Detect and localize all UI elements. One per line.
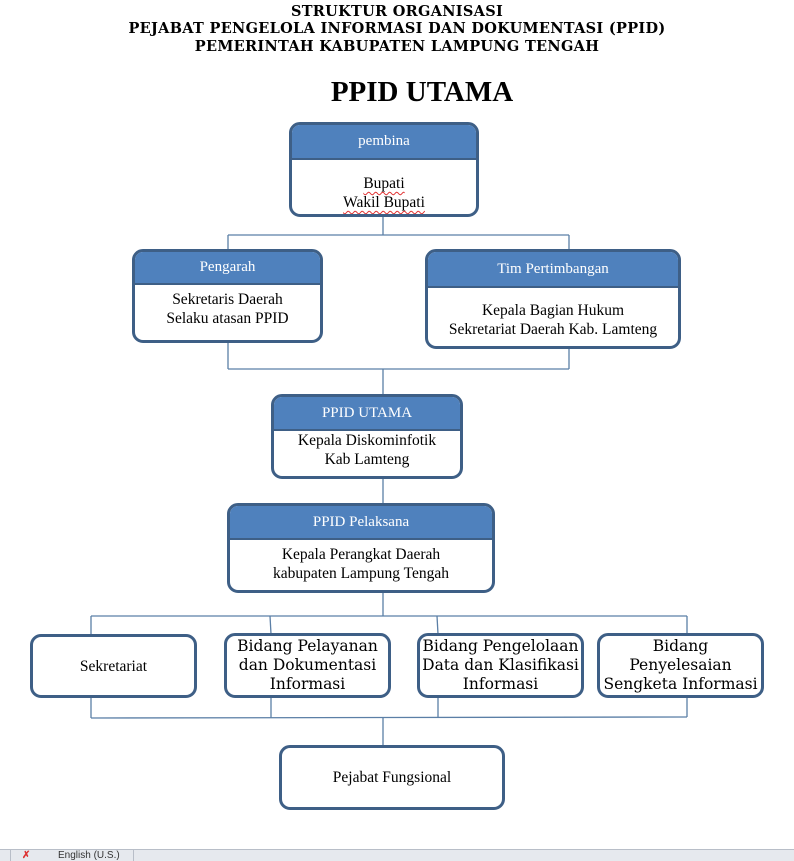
connector xyxy=(436,615,439,635)
status-bar: ✗ English (U.S.) xyxy=(0,849,794,861)
node-sekretariat: Sekretariat xyxy=(30,634,197,698)
node-pengarah-line-2: Selaku atasan PPID xyxy=(166,310,289,327)
node-pembina: pembina Bupati Wakil Bupati xyxy=(289,122,479,217)
node-ppid-pelaksana: PPID Pelaksana Kepala Perangkat Daerah k… xyxy=(227,503,495,593)
header-line-3: PEMERINTAH KABUPATEN LAMPUNG TENGAH xyxy=(194,38,600,55)
node-bidang-penyelesaian: Bidang Penyelesaian Sengketa Informasi xyxy=(597,633,764,698)
node-pembina-line-2: Wakil Bupati xyxy=(343,194,425,211)
node-ppid-utama-line-1: Kepala Diskominfotik xyxy=(297,432,437,449)
node-pengarah: Pengarah Sekretaris Daerah Selaku atasan… xyxy=(132,249,323,343)
node-bidang-pelayanan: Bidang Pelayanan dan Dokumentasi Informa… xyxy=(224,633,391,698)
header-line-2: PEJABAT PENGELOLA INFORMASI DAN DOKUMENT… xyxy=(128,20,666,37)
connector xyxy=(90,716,688,719)
main-title: PPID UTAMA xyxy=(330,76,514,108)
node-ppid-pelaksana-line-1: Kepala Perangkat Daerah xyxy=(281,546,441,563)
node-tim-pertimbangan: Tim Pertimbangan Kepala Bagian Hukum Sek… xyxy=(425,249,681,349)
node-bidang-pengelolaan: Bidang Pengelolaan Data dan Klasifikasi … xyxy=(417,633,584,698)
node-pejabat-fungsional: Pejabat Fungsional xyxy=(279,745,505,810)
connector xyxy=(269,615,272,635)
node-bidang-pelayanan-line-3: Informasi xyxy=(269,675,346,693)
node-pengarah-line-1: Sekretaris Daerah xyxy=(172,291,283,308)
node-ppid-pelaksana-head: PPID Pelaksana xyxy=(230,506,492,540)
node-pengarah-head: Pengarah xyxy=(135,252,320,285)
header-line-1: STRUKTUR ORGANISASI xyxy=(290,3,504,20)
node-sekretariat-line-1: Sekretariat xyxy=(79,657,148,675)
node-pembina-line-1: Bupati xyxy=(363,175,405,192)
node-ppid-pelaksana-line-2: kabupaten Lampung Tengah xyxy=(273,565,449,582)
node-bidang-penyelesaian-line-2: Sengketa Informasi xyxy=(603,675,758,693)
node-tim-pertimbangan-line-1: Kepala Bagian Hukum xyxy=(481,302,625,319)
node-pejabat-fungsional-line-1: Pejabat Fungsional xyxy=(332,769,452,786)
node-bidang-pengelolaan-line-3: Informasi xyxy=(462,675,539,693)
proofing-error-icon[interactable]: ✗ xyxy=(22,850,31,861)
language-indicator[interactable]: English (U.S.) xyxy=(58,850,120,861)
node-bidang-pelayanan-line-1: Bidang Pelayanan xyxy=(237,637,378,655)
node-pembina-head: pembina xyxy=(292,125,476,160)
statusbar-divider xyxy=(133,850,135,861)
statusbar-divider xyxy=(0,850,11,861)
node-bidang-pengelolaan-line-2: Data dan Klasifikasi xyxy=(422,656,579,674)
node-bidang-pengelolaan-line-1: Bidang Pengelolaan xyxy=(422,637,579,655)
node-bidang-penyelesaian-line-1: Bidang Penyelesaian xyxy=(629,637,732,674)
node-ppid-utama-line-2: Kab Lamteng xyxy=(324,451,410,468)
node-tim-pertimbangan-line-2: Sekretariat Daerah Kab. Lamteng xyxy=(448,321,658,338)
node-bidang-pelayanan-line-2: dan Dokumentasi xyxy=(238,656,377,674)
node-tim-pertimbangan-head: Tim Pertimbangan xyxy=(428,252,678,288)
node-ppid-utama: PPID UTAMA Kepala Diskominfotik Kab Lamt… xyxy=(271,394,463,479)
node-ppid-utama-head: PPID UTAMA xyxy=(274,397,460,431)
